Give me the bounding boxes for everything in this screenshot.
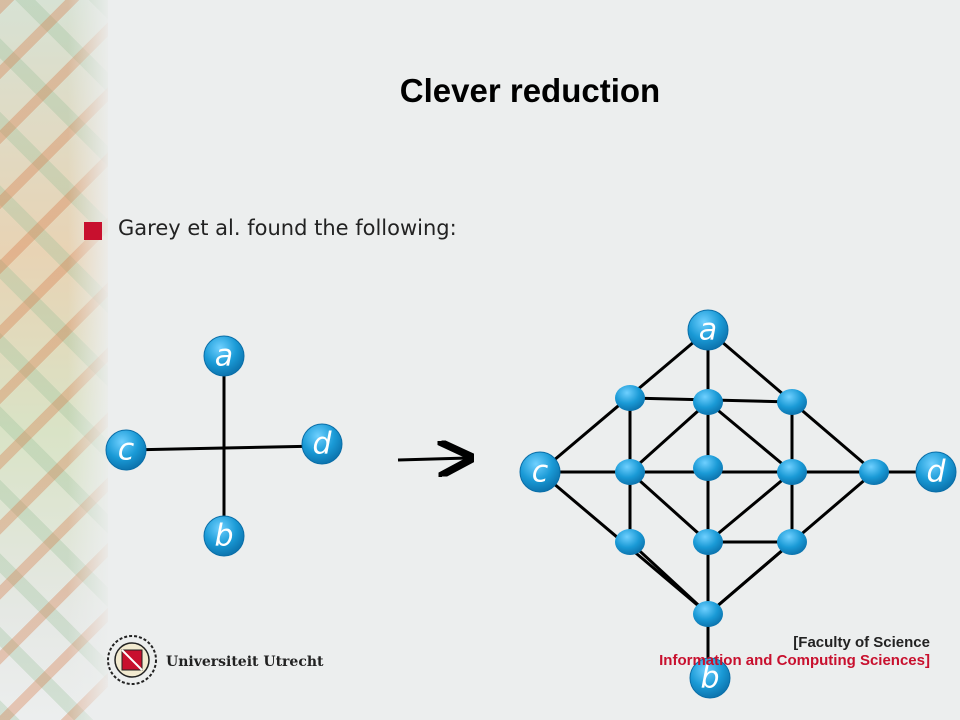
right-edge (628, 540, 710, 616)
right-edge (707, 400, 793, 474)
right-graph-edges (539, 328, 934, 676)
left-edge-c-d (125, 444, 323, 452)
left-node-a-label: a (215, 339, 233, 374)
left-graph-edges (125, 356, 323, 536)
department-name: Information and Computing Sciences] (659, 652, 930, 669)
left-node-b: b (203, 515, 245, 557)
right-node (693, 455, 723, 481)
left-node-c-label: c (118, 433, 135, 468)
decorative-background-strip (0, 0, 108, 720)
reduction-arrow (397, 458, 468, 460)
right-edge (628, 470, 710, 544)
right-node-a: a (687, 309, 729, 351)
university-logo-icon (107, 635, 157, 685)
right-node (777, 389, 807, 415)
right-node (859, 459, 889, 485)
right-node (615, 529, 645, 555)
faculty-name: [Faculty of Science (793, 634, 930, 651)
slide-title: Clever reduction (399, 72, 661, 109)
right-edge (628, 400, 710, 474)
right-node-b-label: b (700, 661, 719, 696)
right-node-c: c (519, 451, 561, 493)
bullet-text: Garey et al. found the following: (118, 216, 457, 240)
right-node-c-label: c (532, 455, 549, 490)
right-edge (707, 470, 793, 544)
bullet-square-icon (84, 222, 102, 240)
right-node-d-label: d (926, 455, 946, 490)
left-node-d: d (301, 423, 343, 465)
left-node-a: a (203, 335, 245, 377)
right-node-b: b (689, 657, 731, 699)
right-node (615, 459, 645, 485)
left-node-b-label: b (214, 519, 233, 554)
university-name: Universiteit Utrecht (166, 654, 324, 670)
right-node-d: d (915, 451, 957, 493)
right-node-a-label: a (699, 313, 717, 348)
right-node (777, 459, 807, 485)
right-edge (707, 540, 793, 616)
right-node (693, 389, 723, 415)
right-node (777, 529, 807, 555)
left-node-c: c (105, 429, 147, 471)
right-node (693, 529, 723, 555)
right-small-nodes (615, 385, 889, 627)
left-node-d-label: d (312, 427, 332, 462)
right-node (615, 385, 645, 411)
right-node (693, 601, 723, 627)
